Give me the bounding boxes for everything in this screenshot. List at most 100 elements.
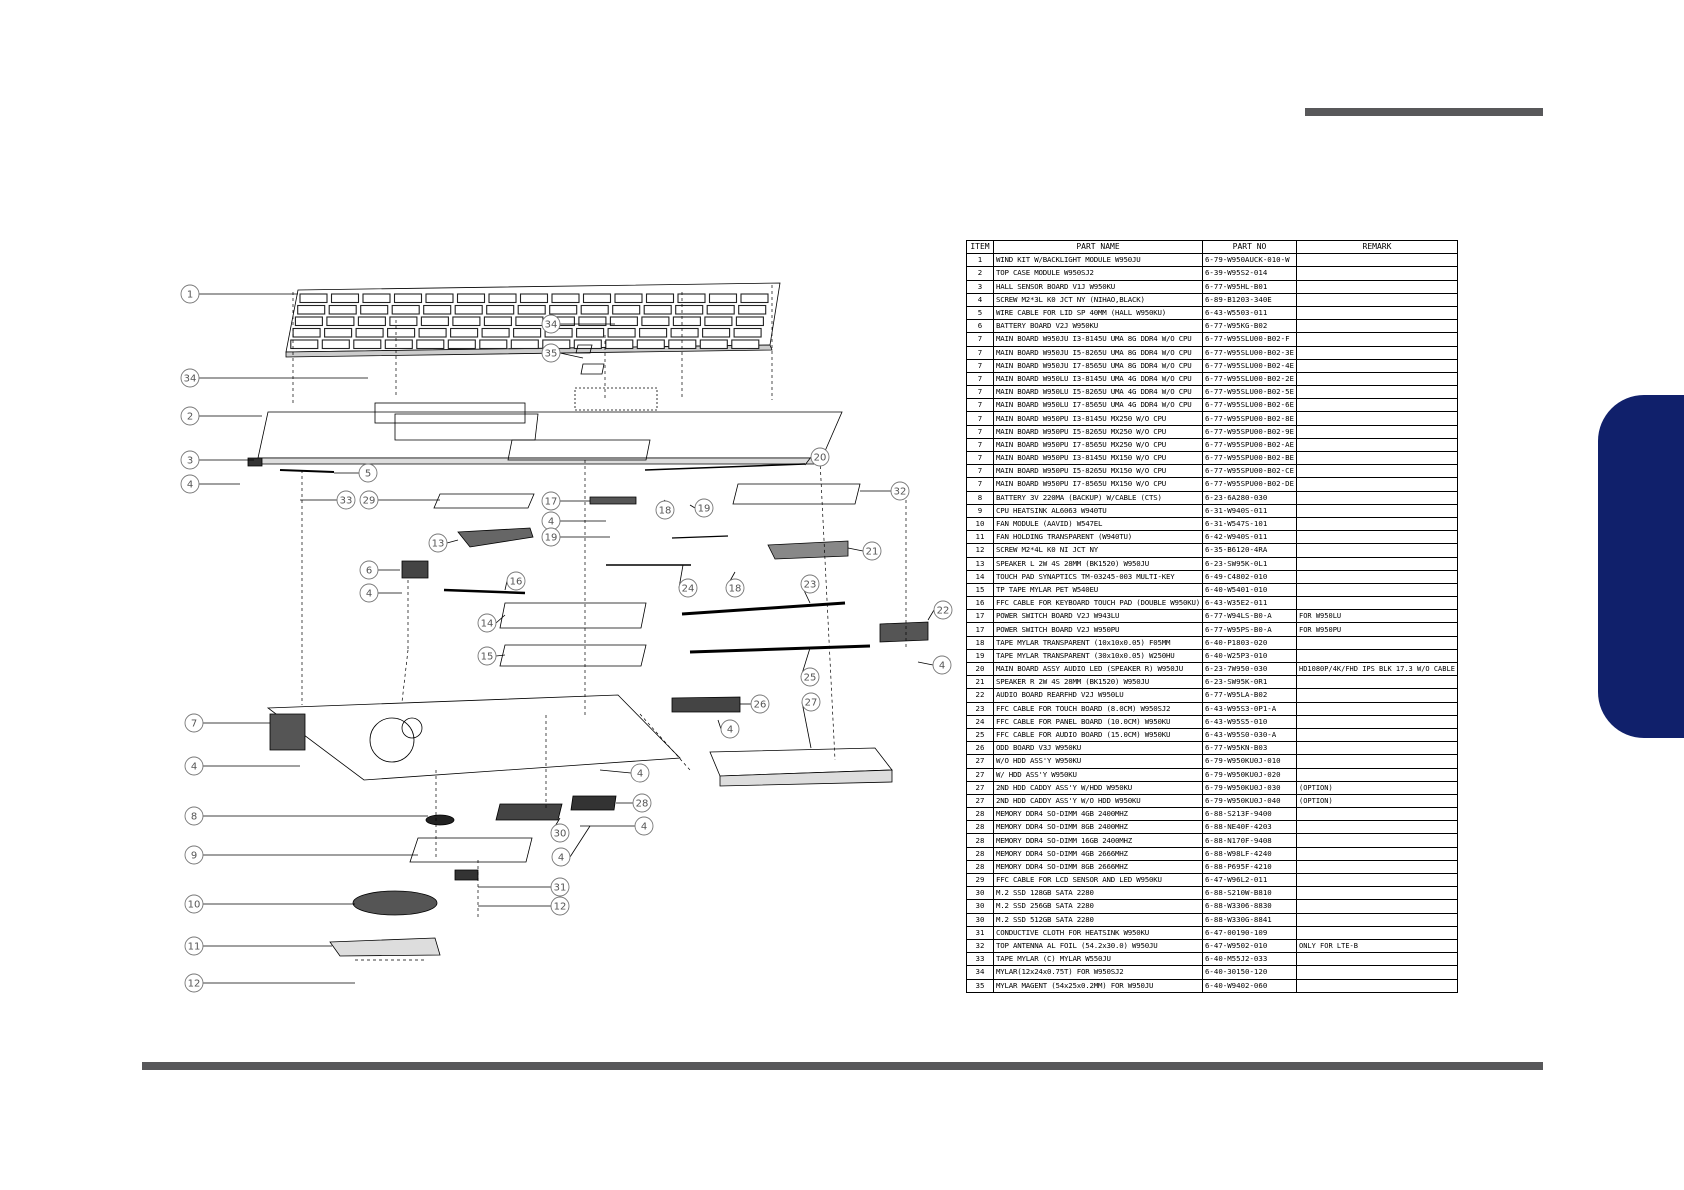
cell-item: 5 bbox=[966, 305, 994, 321]
callout-label: 29 bbox=[363, 496, 376, 507]
cell-part-name: TP TAPE MYLAR PET W540EU bbox=[993, 582, 1203, 598]
callout-label: 30 bbox=[554, 829, 567, 840]
cell-remark: ONLY FOR LTE-B bbox=[1295, 938, 1458, 954]
keyboard-key bbox=[425, 293, 454, 304]
keyboard-key bbox=[573, 339, 602, 350]
cell-remark bbox=[1295, 886, 1458, 901]
cell-part-name: FAN HOLDING TRANSPARENT (W940TU) bbox=[993, 530, 1203, 545]
callout-label: 18 bbox=[659, 506, 672, 517]
keyboard-key bbox=[328, 304, 357, 315]
cell-item: 34 bbox=[966, 965, 994, 980]
cell-part-name: 2ND HDD CADDY ASS'Y W/O HDD W950KU bbox=[993, 793, 1203, 809]
callout-label: 3 bbox=[187, 456, 193, 467]
callout-label: 33 bbox=[340, 496, 353, 507]
callout-circle bbox=[630, 763, 650, 783]
cell-item: 7 bbox=[966, 398, 994, 413]
cell-remark bbox=[1295, 516, 1458, 532]
cell-item: 13 bbox=[966, 556, 994, 571]
callout-13: 13 bbox=[428, 533, 448, 553]
callout-20: 20 bbox=[810, 447, 830, 467]
cell-remark bbox=[1295, 253, 1458, 268]
callout-circle bbox=[725, 578, 745, 598]
cell-part-no: 6-40-W5401-010 bbox=[1201, 582, 1297, 598]
cell-item: 3 bbox=[966, 279, 994, 294]
callout-6: 6 bbox=[359, 560, 379, 580]
keyboard-key bbox=[324, 327, 353, 338]
cell-part-name: TAPE MYLAR TRANSPARENT (10x10x0.05) F05M… bbox=[993, 635, 1203, 650]
cell-item: 2 bbox=[966, 266, 994, 281]
cell-remark bbox=[1295, 648, 1458, 664]
callout-30: 30 bbox=[550, 823, 570, 843]
cell-item: 16 bbox=[966, 596, 994, 611]
cell-remark bbox=[1295, 530, 1458, 545]
cell-item: 28 bbox=[966, 846, 994, 861]
cell-remark: HD1080P/4K/FHD IPS BLK 17.3 W/O CABLE bbox=[1295, 661, 1458, 677]
cell-part-name: M.2 SSD 512GB SATA 2280 bbox=[993, 912, 1203, 927]
keyboard-key bbox=[605, 339, 634, 350]
callout-circle bbox=[359, 560, 379, 580]
cell-remark bbox=[1295, 741, 1458, 756]
callout-circle bbox=[184, 713, 204, 733]
cell-remark bbox=[1295, 450, 1458, 466]
cell-part-no: 6-23-6A280-030 bbox=[1201, 490, 1297, 505]
cell-item: 30 bbox=[966, 899, 994, 914]
cell-item: 9 bbox=[966, 503, 994, 518]
callout-circle bbox=[541, 314, 561, 334]
cell-part-name: MAIN BOARD W950PU I7-8565U MX150 W/O CPU bbox=[993, 477, 1203, 492]
callout-circle bbox=[551, 847, 571, 867]
cell-part-name: POWER SWITCH BOARD V2J W950PU bbox=[993, 622, 1203, 637]
cell-remark bbox=[1295, 437, 1458, 453]
callout-leader-line bbox=[495, 614, 506, 624]
backup-battery-8 bbox=[425, 814, 455, 826]
callout-label: 28 bbox=[636, 799, 649, 810]
cell-part-name: MAIN BOARD W950JU I7-8565U UMA 8G DDR4 W… bbox=[993, 358, 1203, 373]
cell-part-no: 6-77-W95HL-B01 bbox=[1201, 279, 1297, 294]
cell-remark bbox=[1295, 833, 1458, 848]
callout-circle bbox=[180, 406, 200, 426]
callout-label: 4 bbox=[641, 822, 647, 833]
cell-part-no: 6-77-W95SLU00-B02-F bbox=[1201, 332, 1297, 347]
cell-part-name: MEMORY DDR4 SO-DIMM 4GB 2400MHZ bbox=[993, 807, 1203, 822]
cell-part-no: 6-40-30150-120 bbox=[1201, 965, 1297, 980]
cell-part-no: 6-47-W96L2-011 bbox=[1201, 872, 1297, 888]
cell-part-name: FFC CABLE FOR AUDIO BOARD (15.0CM) W950K… bbox=[993, 727, 1203, 743]
cell-part-name: CONDUCTIVE CLOTH FOR HEATSINK W950KU bbox=[993, 925, 1203, 940]
keyboard-key bbox=[643, 304, 672, 315]
cell-part-no: 6-77-W95SPU00-B02-8E bbox=[1201, 411, 1297, 426]
cell-part-no: 6-23-7W950-030 bbox=[1201, 661, 1297, 677]
cell-part-name: MAIN BOARD W950PU I3-8145U MX150 W/O CPU bbox=[993, 450, 1203, 466]
keyboard-key bbox=[456, 293, 486, 304]
cell-part-no: 6-77-W95LA-B02 bbox=[1201, 688, 1297, 703]
cell-part-no: 6-40-W9402-060 bbox=[1201, 978, 1297, 993]
cell-part-no: 6-88-W3306-8830 bbox=[1201, 899, 1297, 914]
cell-part-name: TAPE MYLAR (C) MYLAR W550JU bbox=[993, 952, 1203, 967]
callout-10: 10 bbox=[184, 894, 204, 914]
conductive-cloth-31 bbox=[454, 869, 479, 881]
cell-part-name: ODD BOARD V3J W950KU bbox=[993, 741, 1203, 756]
cell-item: 31 bbox=[966, 925, 994, 940]
cell-item: 7 bbox=[966, 371, 994, 387]
callout-circle bbox=[541, 527, 561, 547]
keyboard-key bbox=[297, 304, 326, 315]
cell-part-name: SCREW M2*4L K0 NI JCT NY bbox=[993, 543, 1203, 558]
cell-part-no: 6-47-00190-109 bbox=[1201, 925, 1297, 940]
callout-4: 4 bbox=[551, 847, 571, 867]
callout-circle bbox=[541, 491, 561, 511]
callout-circle bbox=[800, 667, 820, 687]
cell-remark bbox=[1295, 477, 1458, 492]
cell-part-name: W/O HDD ASS'Y W950KU bbox=[993, 754, 1203, 769]
keyboard-key bbox=[292, 327, 321, 338]
touch-pad-14 bbox=[499, 602, 647, 629]
callout-label: 13 bbox=[432, 539, 445, 550]
